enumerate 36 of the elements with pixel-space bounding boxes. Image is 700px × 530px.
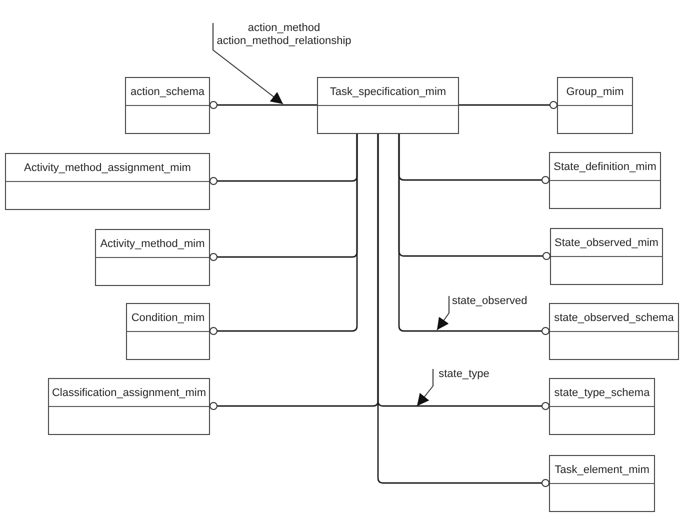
entity-box — [126, 303, 210, 360]
leader-line — [436, 296, 450, 330]
entity-name: Task_element_mim — [554, 464, 650, 476]
entity-name: Activity_method_assignment_mim — [23, 162, 192, 174]
entity-box — [95, 229, 210, 286]
relationship-line — [377, 134, 550, 487]
leader-line — [416, 368, 434, 406]
entity-name: State_observed_mim — [554, 236, 660, 248]
entity-name: Group_mim — [565, 86, 625, 98]
entity-name: Condition_mim — [130, 312, 206, 324]
entity-box — [549, 152, 661, 209]
entity-box — [5, 153, 210, 210]
reference-label: action_method — [246, 22, 322, 35]
entity-box — [125, 77, 210, 134]
reference-label: action_method_relationship — [216, 35, 352, 48]
relationship-line — [210, 134, 358, 335]
entity-box — [549, 455, 655, 512]
relationship-line — [210, 101, 317, 109]
entity-name: state_observed_schema — [553, 312, 675, 324]
entity-name: Activity_method_mim — [99, 238, 206, 250]
entity-box — [557, 77, 633, 134]
entity-name: state_type_schema — [553, 386, 651, 398]
entity-name: Task_specification_mim — [328, 86, 448, 98]
relationship-line — [398, 134, 550, 335]
relationship-line — [459, 101, 558, 109]
entity-name: Classification_assignment_mim — [50, 386, 208, 398]
entity-box — [549, 303, 679, 360]
leader-line — [212, 22, 284, 104]
entity-box — [549, 378, 655, 435]
entity-name: action_schema — [130, 86, 206, 98]
entity-box — [48, 378, 210, 435]
reference-label: state_type — [438, 368, 490, 381]
entity-box — [317, 77, 459, 134]
entity-box — [550, 228, 663, 285]
reference-label: state_observed — [452, 295, 524, 308]
entity-name: State_definition_mim — [552, 160, 658, 172]
